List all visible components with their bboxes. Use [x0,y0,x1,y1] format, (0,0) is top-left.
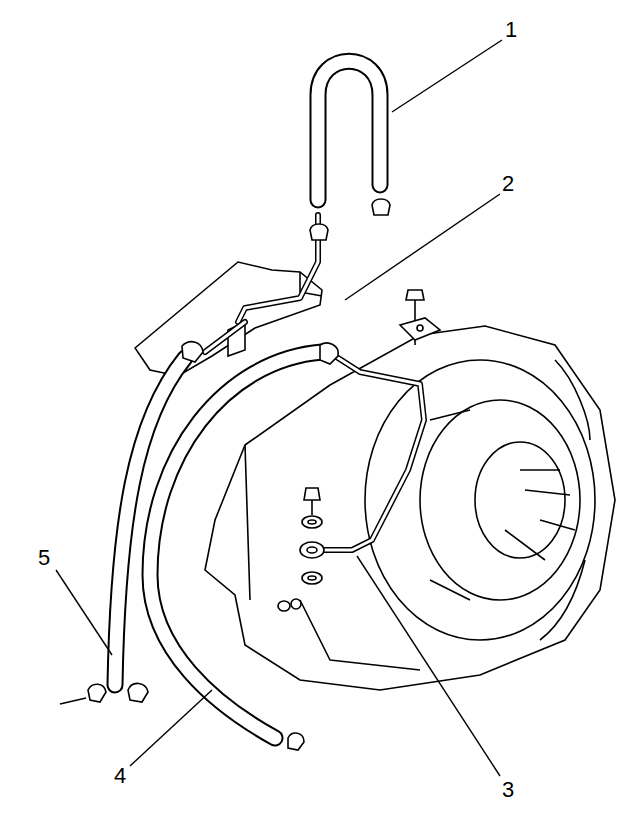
hose-clamps [60,199,390,750]
bolt [400,290,440,345]
fitting-bolt [278,488,324,611]
callout-number: 5 [36,546,52,570]
leader-lines [56,40,502,776]
callout-number: 4 [112,764,128,788]
transmission-housing [205,326,615,690]
callout-number: 3 [500,778,516,802]
callout-number: 2 [500,172,516,196]
callout-number: 1 [503,18,519,42]
